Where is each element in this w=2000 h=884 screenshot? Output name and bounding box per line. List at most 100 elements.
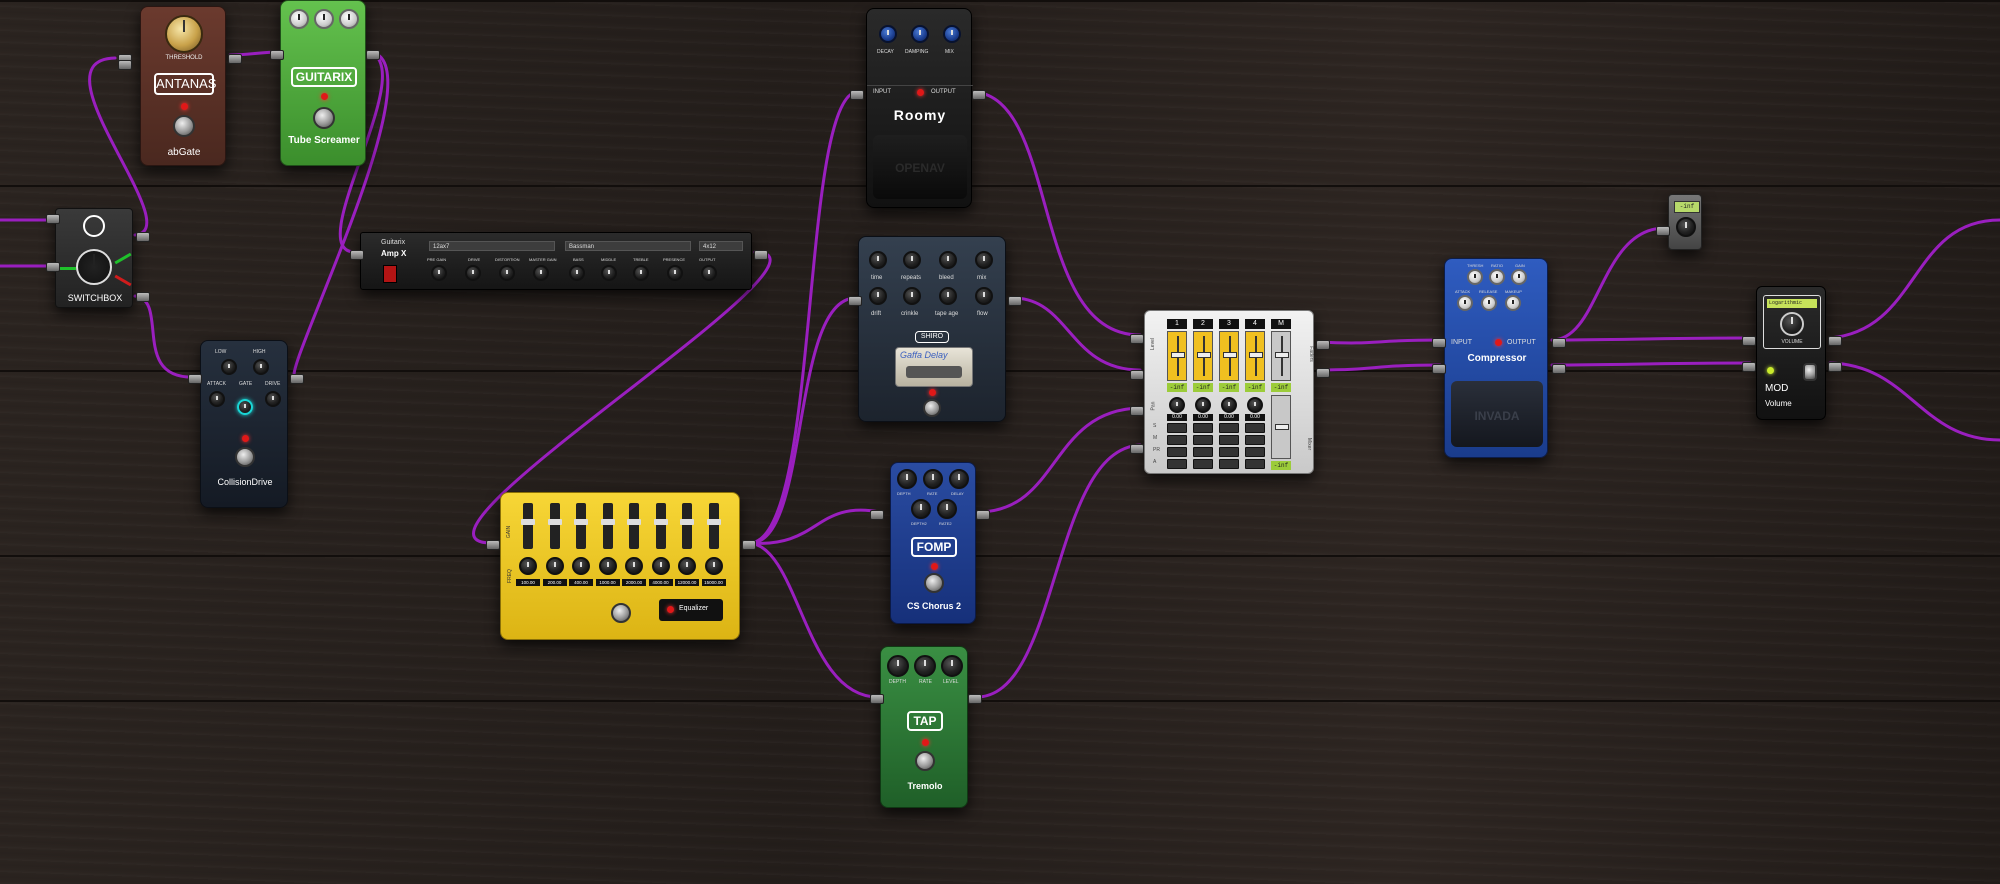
gain-slider-handle[interactable] (653, 519, 668, 525)
jack-plug[interactable] (850, 90, 864, 100)
gain-knob[interactable] (1511, 269, 1527, 285)
jack-plug[interactable] (1432, 338, 1446, 348)
jack-plug[interactable] (1130, 370, 1144, 380)
jack-plug[interactable] (1742, 336, 1756, 346)
time-knob[interactable] (869, 251, 887, 269)
footswitch[interactable] (235, 447, 255, 467)
depth2-knob[interactable] (911, 499, 931, 519)
jack-plug[interactable] (848, 296, 862, 306)
tone-knob[interactable] (314, 9, 334, 29)
gain-slider-handle[interactable] (627, 519, 641, 525)
freq-knob[interactable] (678, 557, 696, 575)
freq-knob[interactable] (519, 557, 537, 575)
jack-plug[interactable] (968, 694, 982, 704)
mixer-button[interactable] (1167, 447, 1187, 457)
gain-slider[interactable] (680, 503, 694, 549)
footswitch-pad[interactable]: OPENAV (873, 135, 967, 199)
footswitch[interactable] (173, 115, 195, 137)
mixer-button[interactable] (1245, 447, 1265, 457)
collisiondrive-pedal[interactable]: LOW HIGH ATTACK GATE DRIVE CollisionDriv… (200, 340, 288, 508)
tremolo-pedal[interactable]: DEPTH RATE LEVEL TAP Tremolo (880, 646, 968, 808)
jack-plug[interactable] (1828, 362, 1842, 372)
rate-knob[interactable] (914, 655, 936, 677)
jack-plug[interactable] (1828, 336, 1842, 346)
rate2-knob[interactable] (937, 499, 957, 519)
power-switch[interactable] (383, 265, 397, 283)
middle-knob[interactable] (601, 265, 617, 281)
jack-plug[interactable] (228, 54, 242, 64)
treble-knob[interactable] (633, 265, 649, 281)
tube-select[interactable]: 12ax7 (429, 241, 555, 251)
jack-plug[interactable] (742, 540, 756, 550)
jack-plug[interactable] (46, 262, 60, 272)
drift-knob[interactable] (869, 287, 887, 305)
gain-slider-handle[interactable] (547, 519, 562, 525)
jack-plug[interactable] (1130, 444, 1144, 454)
bass-knob[interactable] (569, 265, 585, 281)
gain-slider-handle[interactable] (574, 519, 588, 525)
jack-plug[interactable] (1316, 340, 1330, 350)
drive-knob[interactable] (465, 265, 481, 281)
gaffa-delay-pedal[interactable]: time repeats bleed mix drift crinkle tap… (858, 236, 1006, 422)
freq-knob[interactable] (545, 557, 564, 575)
ratio-knob[interactable] (1489, 269, 1505, 285)
master-gain-knob[interactable] (533, 265, 549, 281)
meter-knob[interactable] (1676, 217, 1696, 237)
jack-plug[interactable] (754, 250, 768, 260)
ampx-rack[interactable]: Guitarix Amp X 12ax7 Bassman 4x12 PRE GA… (360, 232, 752, 290)
footswitch[interactable] (313, 107, 335, 129)
mod-volume-pedal[interactable]: Logarithmic VOLUME MOD Volume (1756, 286, 1826, 420)
abgate-pedal[interactable]: THRESHOLD ANTANAS abGate (140, 6, 226, 166)
jack-plug[interactable] (46, 214, 60, 224)
chorus-pedal[interactable]: DEPTH RATE DELAY DEPTH2 RATE2 FOMP CS Ch… (890, 462, 976, 624)
jack-plug[interactable] (1656, 226, 1670, 236)
low-knob[interactable] (221, 359, 237, 375)
attack-knob[interactable] (1457, 295, 1473, 311)
decay-knob[interactable] (879, 25, 897, 43)
fader-handle[interactable] (1275, 424, 1289, 430)
mix-knob[interactable] (975, 251, 993, 269)
flow-knob[interactable] (975, 287, 993, 305)
crinkle-knob[interactable] (903, 287, 921, 305)
delay-knob[interactable] (949, 469, 969, 489)
footswitch[interactable] (1803, 363, 1817, 381)
gain-slider-handle[interactable] (521, 519, 535, 525)
jack-plug[interactable] (870, 510, 884, 520)
footswitch-pad[interactable]: INVADA (1451, 381, 1543, 447)
jack-plug[interactable] (976, 510, 990, 520)
level-knob[interactable] (941, 655, 963, 677)
gain-slider-handle[interactable] (600, 519, 615, 525)
pan-knob[interactable] (1247, 397, 1263, 413)
drive-knob[interactable] (289, 9, 309, 29)
repeats-knob[interactable] (903, 251, 921, 269)
fader[interactable] (1193, 331, 1213, 381)
pan-knob[interactable] (1221, 397, 1237, 413)
jack-plug[interactable] (1130, 406, 1144, 416)
jack-plug[interactable] (118, 60, 132, 70)
mixer-button[interactable] (1245, 459, 1265, 469)
volume-knob[interactable] (1780, 312, 1804, 336)
mixer-button[interactable] (1193, 435, 1213, 445)
mix-knob[interactable] (943, 25, 961, 43)
footswitch[interactable] (915, 751, 935, 771)
fader[interactable] (1219, 331, 1239, 381)
footswitch[interactable] (611, 603, 631, 623)
gain-slider[interactable] (574, 503, 588, 549)
tubescreamer-pedal[interactable]: GUITARIX Tube Screamer (280, 0, 366, 166)
mixer-pedal[interactable]: Level Pan Faders Mixer S M Pr A 1-inf0.0… (1144, 310, 1314, 474)
jack-plug[interactable] (1742, 362, 1756, 372)
bleed-knob[interactable] (939, 251, 957, 269)
presence-knob[interactable] (667, 265, 683, 281)
gain-slider[interactable] (706, 503, 721, 549)
gain-slider-handle[interactable] (680, 519, 694, 525)
output-knob[interactable] (701, 265, 717, 281)
jack-plug[interactable] (270, 50, 284, 60)
gain-slider[interactable] (521, 503, 535, 549)
gain-slider[interactable] (600, 503, 615, 549)
mixer-button[interactable] (1193, 423, 1213, 433)
jack-plug[interactable] (1552, 364, 1566, 374)
mixer-button[interactable] (1167, 459, 1187, 469)
fader[interactable] (1167, 331, 1187, 381)
fader[interactable] (1271, 331, 1291, 381)
pan-knob[interactable] (1169, 397, 1185, 413)
